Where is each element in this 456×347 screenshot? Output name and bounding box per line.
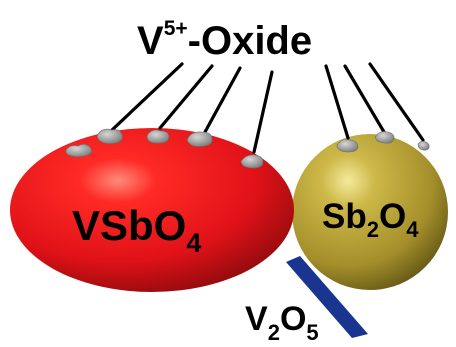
vsbo4-label-subscript: 4 (186, 228, 201, 258)
oxide-patch (336, 139, 359, 153)
v2o5-label: V2O5 (245, 300, 319, 345)
oxide-patch (240, 154, 264, 169)
vsbo4-ellipse (10, 128, 294, 292)
oxide-patch (146, 129, 170, 144)
oxide-patches (65, 128, 430, 169)
vsbo4-label-main: VSbO (72, 202, 186, 249)
sb2o4-label-sub1: 2 (367, 217, 379, 242)
v2o5-label-part1: V (245, 300, 268, 338)
pointer-lines (110, 62, 425, 154)
top-label-charge: 5+ (164, 17, 188, 40)
oxide-patch (186, 131, 213, 147)
sb2o4-label: Sb2O4 (322, 197, 419, 242)
sb2o4-label-part2: O (379, 197, 406, 236)
top-label: V5+-Oxide (137, 17, 312, 63)
v2o5-label-part2: O (280, 300, 306, 338)
sb2o4-label-sub2: 4 (406, 217, 419, 242)
oxide-patch (417, 141, 430, 151)
top-label-suffix: -Oxide (188, 19, 312, 63)
sb2o4-sphere (292, 134, 448, 290)
v2o5-bar (286, 256, 368, 338)
oxide-patch (97, 128, 123, 144)
v2o5-label-sub2: 5 (306, 320, 318, 345)
oxide-patch (65, 143, 92, 158)
sb2o4-label-part1: Sb (322, 197, 367, 236)
v2o5-label-sub1: 2 (268, 320, 280, 345)
top-label-element: V (137, 19, 164, 63)
vsbo4-label: VSbO4 (72, 202, 201, 258)
oxide-patch (375, 131, 395, 144)
